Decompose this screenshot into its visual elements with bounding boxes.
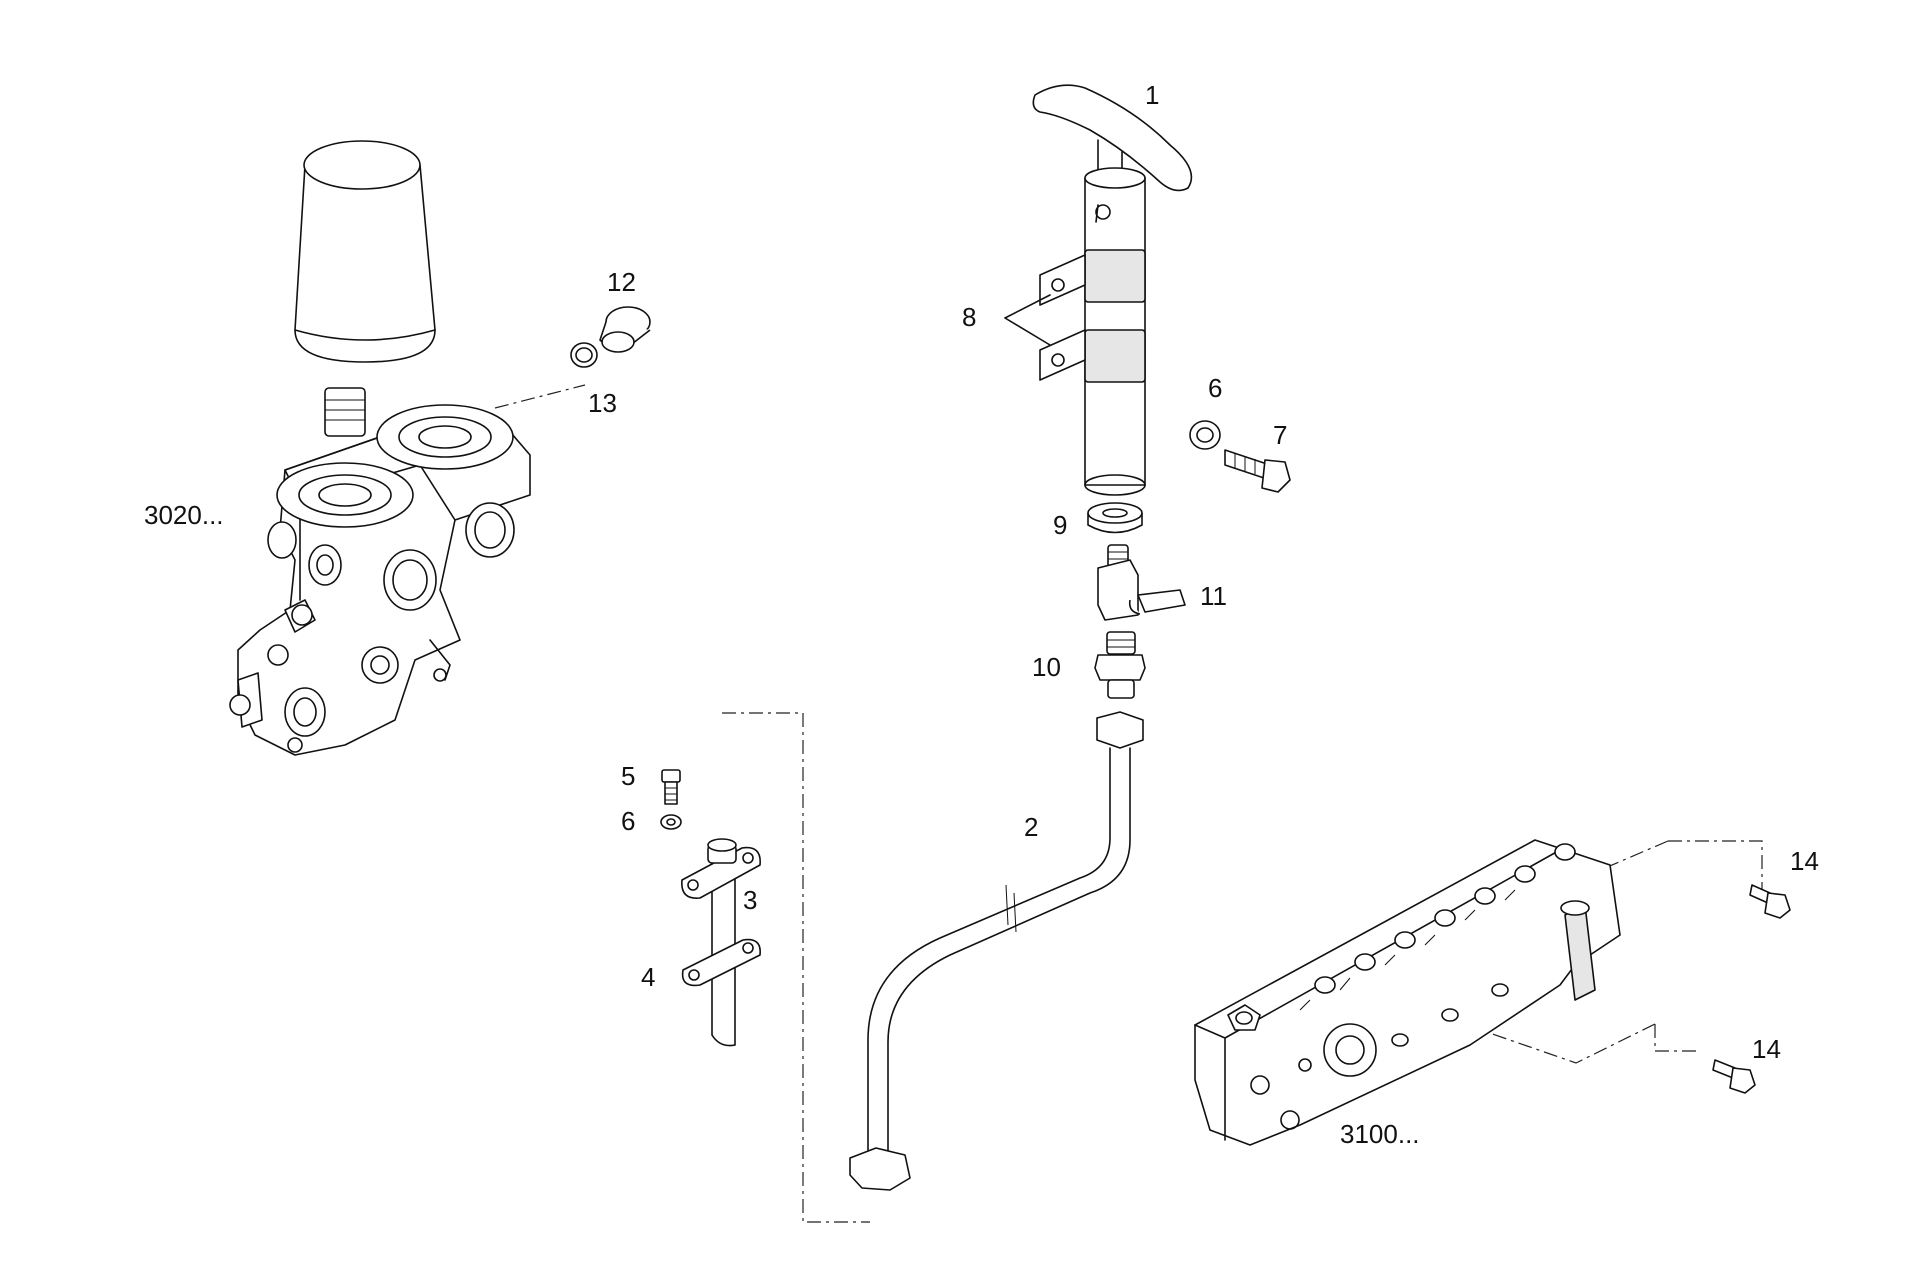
callout-10: 10 — [1032, 652, 1061, 682]
callout-4: 4 — [641, 962, 655, 992]
manifold-assembly — [1194, 839, 1621, 1146]
mounting-brackets-part-8 — [1004, 254, 1086, 381]
filter-head-assembly — [229, 387, 531, 756]
pipe-part-2 — [849, 711, 1144, 1191]
callout-5: 5 — [621, 761, 635, 791]
callout-1: 1 — [1145, 80, 1159, 110]
callout-6-upper: 6 — [1208, 373, 1222, 403]
washer-part-6 — [1189, 420, 1221, 450]
callout-6-lower: 6 — [621, 806, 635, 836]
bracket-part-4 — [681, 938, 761, 987]
callout-14-lower: 14 — [1752, 1034, 1781, 1064]
valve-part-11 — [1097, 544, 1186, 621]
callout-12: 12 — [607, 267, 636, 297]
union-part-10 — [1094, 631, 1146, 699]
filter-cartridge — [294, 140, 436, 363]
bolt-part-14-lower — [1712, 1059, 1756, 1094]
washer-part-13 — [570, 342, 598, 368]
callout-8: 8 — [962, 302, 976, 332]
callout-9: 9 — [1053, 510, 1067, 540]
manifold-bosses — [1314, 843, 1576, 1047]
callout-labels: 1 2 3 4 5 6 6 7 8 9 10 11 12 13 14 14 30… — [144, 80, 1819, 1149]
group-ref-3020: 3020... — [144, 500, 224, 530]
group-ref-3100: 3100... — [1340, 1119, 1420, 1149]
seal-part-9 — [1087, 502, 1143, 534]
washer-part-6-lower — [660, 814, 682, 830]
bolt-part-5 — [661, 769, 681, 805]
dipstick-tube-part-3 — [681, 838, 761, 1047]
callout-11: 11 — [1200, 581, 1227, 611]
callout-13: 13 — [588, 388, 617, 418]
callout-2: 2 — [1024, 812, 1038, 842]
bolt-part-7 — [1224, 449, 1291, 493]
plug-part-12 — [599, 306, 651, 353]
callout-14-upper: 14 — [1790, 846, 1819, 876]
callout-7: 7 — [1273, 420, 1287, 450]
bolt-part-14-upper — [1749, 884, 1791, 919]
callout-3: 3 — [743, 885, 757, 915]
